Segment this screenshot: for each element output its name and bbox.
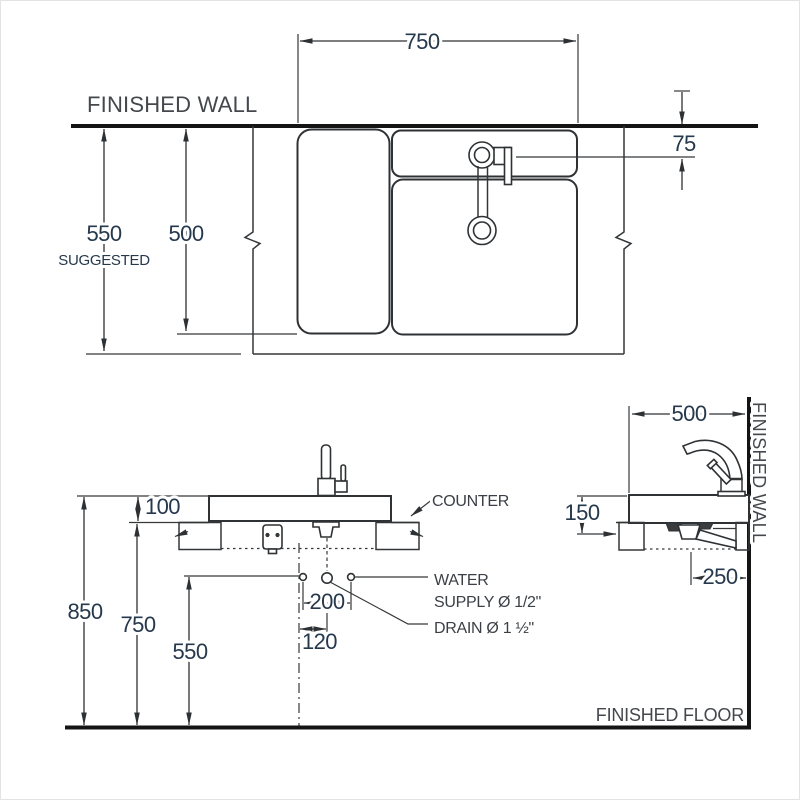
dim-width-value: 750 [405,29,440,54]
faucet-plan-icon [467,141,513,246]
drain-fitting-icon [312,521,340,538]
side-finished-wall-label: FINISHED WALL [749,402,769,543]
water-supply-point-right [346,572,356,582]
dim-depth-value: 500 [169,221,204,246]
side-elevation: 500 150 250 FINISHED WALL [562,397,772,728]
dim-rim-to-counter-value: 150 [565,500,600,525]
dim-side-depth-value: 500 [672,401,707,426]
counter-break-mark-left [174,529,189,538]
drain-leader [329,581,428,625]
faucet-side-icon [681,439,746,497]
side-counter-hatch-right [735,521,750,551]
plan-bowl [391,178,578,336]
counter-hatch-right [375,521,420,551]
counter-hatch-left [178,521,222,551]
dim-counter-height-value: 750 [121,612,156,637]
dim-rough-in-height-value: 550 [173,639,208,664]
suggested-note: SUGGESTED [58,252,150,269]
dim-counter-thickness-value: 100 [145,494,180,519]
side-counter-hatch-left [618,521,645,551]
break-line-right [614,126,633,354]
drain-point [320,571,333,584]
plan-view: FINISHED WALL 750 75 550 SUGGESTED 500 [55,26,758,355]
break-line-left [243,126,262,354]
finished-floor-label: FINISHED FLOOR [596,705,744,725]
dim-drain-to-wall-value: 250 [703,564,738,589]
side-drain-icon [665,522,737,549]
dim-drain-offset-value: 120 [302,629,337,654]
drain-label: DRAIN Ø 1 ½" [434,620,534,637]
front-elevation: 100 850 750 550 200 120 COUNTER WATER SU… [65,444,544,726]
dim-rim-height-value: 850 [68,599,103,624]
faucet-front-icon [317,444,348,497]
water-supply-label-line2: SUPPLY Ø 1/2" [434,594,541,611]
water-supply-label-line1: WATER [434,572,489,589]
front-sink-body [208,495,392,522]
counter-break-mark-right [409,529,424,538]
finished-wall-label: FINISHED WALL [87,92,257,117]
water-supply-point-left [298,572,308,582]
side-sink-body [628,494,750,524]
dim-faucet-offset-value: 75 [672,131,696,156]
dim-suggested-value: 550 [87,221,122,246]
counter-leader [410,500,432,517]
supply-stop-icon [262,524,283,555]
dim-supply-spacing-value: 200 [310,589,345,614]
plan-left-compartment [296,128,391,335]
counter-label: COUNTER [432,493,509,510]
floor: FINISHED FLOOR [65,702,751,730]
